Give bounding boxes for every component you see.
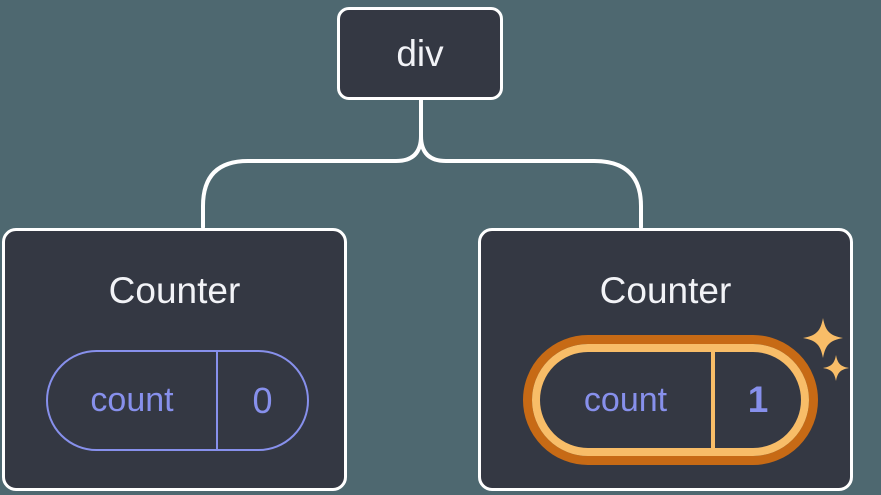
tree-node-div-label: div [396, 33, 444, 74]
counter-card-right: Counter count 1 [478, 228, 853, 491]
connector-right-branch [419, 99, 643, 229]
connector-left-branch [201, 99, 423, 229]
state-pill-left: count 0 [46, 350, 309, 451]
sparkles-icon [803, 318, 849, 381]
sparkle-large [803, 318, 843, 358]
counter-card-left: Counter count 0 [2, 228, 347, 491]
counter-right-title: Counter [599, 270, 732, 311]
state-value-left: 0 [252, 379, 273, 421]
tree-node-div: div [337, 7, 503, 100]
state-pill-right-inner: count 1 [532, 344, 809, 456]
state-key-left: count [48, 352, 218, 449]
state-key-right: count [540, 352, 715, 448]
state-value-right: 1 [747, 379, 769, 420]
state-pill-right-highlighted: count 1 [523, 335, 818, 465]
counter-left-title: Counter [108, 270, 241, 311]
sparkle-small [823, 355, 849, 381]
